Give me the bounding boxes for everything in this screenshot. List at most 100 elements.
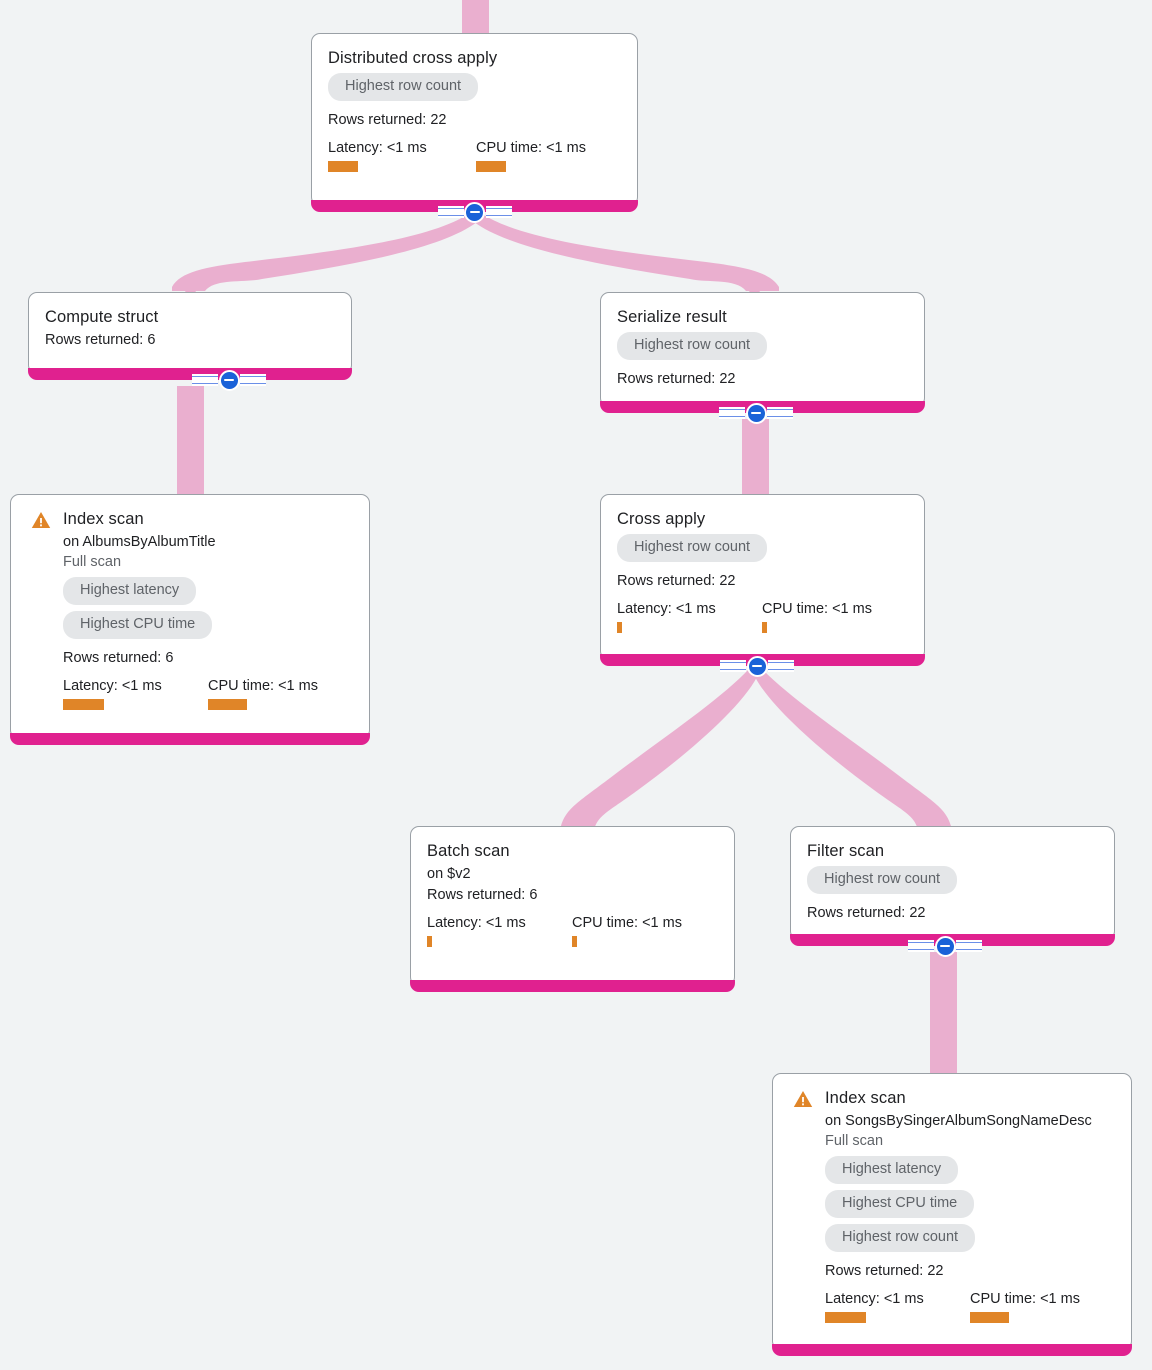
node-badges: Highest row count: [328, 73, 621, 107]
node-accent-bar: [28, 368, 352, 380]
latency-metric: Latency: <1 ms: [427, 914, 572, 947]
latency-label: Latency: <1 ms: [617, 601, 716, 617]
node-rows-returned: Rows returned: 22: [328, 112, 447, 128]
node-title: Index scan: [825, 1089, 906, 1107]
latency-bar: [328, 161, 358, 172]
plan-node-index-scan-songs[interactable]: Index scan on SongsBySingerAlbumSongName…: [772, 1073, 1132, 1356]
node-title: Filter scan: [807, 842, 885, 860]
latency-label: Latency: <1 ms: [825, 1291, 924, 1307]
edge-filter-scan-to-index-scan-songs: [930, 952, 957, 1073]
cpu-metric: CPU time: <1 ms: [476, 139, 586, 172]
collapse-toggle-serialize-result[interactable]: [719, 401, 793, 425]
edge-distributed-cross-apply-to-serialize-result: [474, 213, 779, 291]
toggle-rail-left: [437, 206, 464, 218]
node-metrics: Latency: <1 ms CPU time: <1 ms: [328, 139, 621, 172]
node-rows-returned: Rows returned: 22: [807, 905, 926, 921]
minus-icon[interactable]: [746, 655, 768, 677]
node-badges: Highest row count: [617, 534, 908, 568]
node-rows-returned: Rows returned: 22: [617, 371, 736, 387]
badge-highest-latency: Highest latency: [63, 577, 197, 605]
collapse-toggle-compute-struct[interactable]: [192, 368, 266, 392]
cpu-label: CPU time: <1 ms: [970, 1291, 1080, 1307]
minus-icon[interactable]: [218, 369, 240, 391]
toggle-rail-left: [719, 407, 745, 419]
latency-metric: Latency: <1 ms: [825, 1290, 970, 1323]
badge-highest-cpu-time: Highest CPU time: [825, 1190, 975, 1218]
badge-highest-row-count: Highest row count: [825, 1224, 976, 1252]
node-badges: Highest latency Highest CPU time: [63, 577, 353, 645]
plan-node-cross-apply[interactable]: Cross apply Highest row count Rows retur…: [600, 494, 925, 677]
cpu-bar: [762, 622, 767, 633]
collapse-toggle-distributed-cross-apply[interactable]: [437, 200, 512, 224]
node-badges: Highest latency Highest CPU time Highest…: [825, 1156, 1115, 1258]
cpu-label: CPU time: <1 ms: [762, 601, 872, 617]
latency-label: Latency: <1 ms: [63, 678, 162, 694]
cpu-metric: CPU time: <1 ms: [762, 600, 872, 633]
node-rows-returned: Rows returned: 22: [617, 573, 736, 589]
latency-metric: Latency: <1 ms: [63, 677, 208, 710]
toggle-rail-left: [720, 660, 746, 672]
toggle-rail-right: [767, 407, 793, 419]
plan-node-serialize-result[interactable]: Serialize result Highest row count Rows …: [600, 292, 925, 424]
node-metrics: Latency: <1 ms CPU time: <1 ms: [617, 600, 908, 633]
cpu-metric: CPU time: <1 ms: [572, 914, 682, 947]
node-badges: Highest row count: [617, 332, 908, 366]
badge-highest-cpu-time: Highest CPU time: [63, 611, 213, 639]
toggle-rail-right: [240, 374, 266, 386]
cpu-bar: [970, 1312, 1009, 1323]
node-subtitle: on AlbumsByAlbumTitle: [63, 534, 216, 550]
plan-node-compute-struct[interactable]: Compute struct Rows returned: 6: [28, 292, 352, 391]
cpu-label: CPU time: <1 ms: [208, 678, 318, 694]
node-rows-returned: Rows returned: 6: [63, 650, 174, 666]
latency-bar: [825, 1312, 866, 1323]
node-title: Distributed cross apply: [328, 49, 498, 67]
latency-bar: [427, 936, 432, 947]
badge-highest-row-count: Highest row count: [617, 534, 768, 562]
node-title: Batch scan: [427, 842, 510, 860]
minus-icon[interactable]: [934, 935, 956, 957]
cpu-label: CPU time: <1 ms: [476, 140, 586, 156]
plan-node-filter-scan[interactable]: Filter scan Highest row count Rows retur…: [790, 826, 1115, 957]
badge-highest-row-count: Highest row count: [617, 332, 768, 360]
node-title: Serialize result: [617, 308, 727, 326]
latency-bar: [63, 699, 104, 710]
badge-highest-row-count: Highest row count: [807, 866, 958, 894]
node-accent-bar: [410, 980, 735, 992]
node-accent-bar: [10, 733, 370, 745]
latency-metric: Latency: <1 ms: [328, 139, 476, 172]
node-body: Compute struct Rows returned: 6: [29, 293, 351, 361]
minus-icon[interactable]: [745, 402, 767, 424]
plan-node-index-scan-albums[interactable]: Index scan on AlbumsByAlbumTitle Full sc…: [10, 494, 370, 745]
node-body: Cross apply Highest row count Rows retur…: [601, 495, 924, 643]
warning-icon: [31, 512, 51, 528]
node-title: Cross apply: [617, 510, 706, 528]
node-rows-returned: Rows returned: 6: [427, 887, 538, 903]
latency-metric: Latency: <1 ms: [617, 600, 762, 633]
node-scan-type: Full scan: [63, 554, 122, 570]
cpu-metric: CPU time: <1 ms: [208, 677, 318, 710]
minus-icon[interactable]: [464, 201, 485, 223]
plan-node-distributed-cross-apply[interactable]: Distributed cross apply Highest row coun…: [311, 33, 638, 223]
node-metrics: Latency: <1 ms CPU time: <1 ms: [427, 914, 718, 947]
latency-bar: [617, 622, 622, 633]
plan-node-batch-scan[interactable]: Batch scan on $v2 Rows returned: 6 Laten…: [410, 826, 735, 992]
node-subtitle: on $v2: [427, 866, 471, 882]
node-accent-bar: [772, 1344, 1132, 1356]
cpu-label: CPU time: <1 ms: [572, 915, 682, 931]
node-body: Index scan on SongsBySingerAlbumSongName…: [773, 1074, 1131, 1333]
collapse-toggle-filter-scan[interactable]: [908, 934, 982, 958]
edge-cross-apply-to-filter-scan: [755, 668, 951, 830]
node-body: Index scan on AlbumsByAlbumTitle Full sc…: [11, 495, 369, 720]
latency-label: Latency: <1 ms: [328, 140, 427, 156]
warning-icon: [793, 1091, 813, 1107]
edge-distributed-cross-apply-to-compute-struct: [172, 213, 477, 291]
node-subtitle: on SongsBySingerAlbumSongNameDesc: [825, 1113, 1092, 1129]
badge-highest-row-count: Highest row count: [328, 73, 479, 101]
toggle-rail-right: [956, 940, 982, 952]
node-metrics: Latency: <1 ms CPU time: <1 ms: [63, 677, 353, 710]
node-body: Serialize result Highest row count Rows …: [601, 293, 924, 400]
node-rows-returned: Rows returned: 6: [45, 332, 156, 348]
node-title: Index scan: [63, 510, 144, 528]
collapse-toggle-cross-apply[interactable]: [720, 654, 794, 678]
